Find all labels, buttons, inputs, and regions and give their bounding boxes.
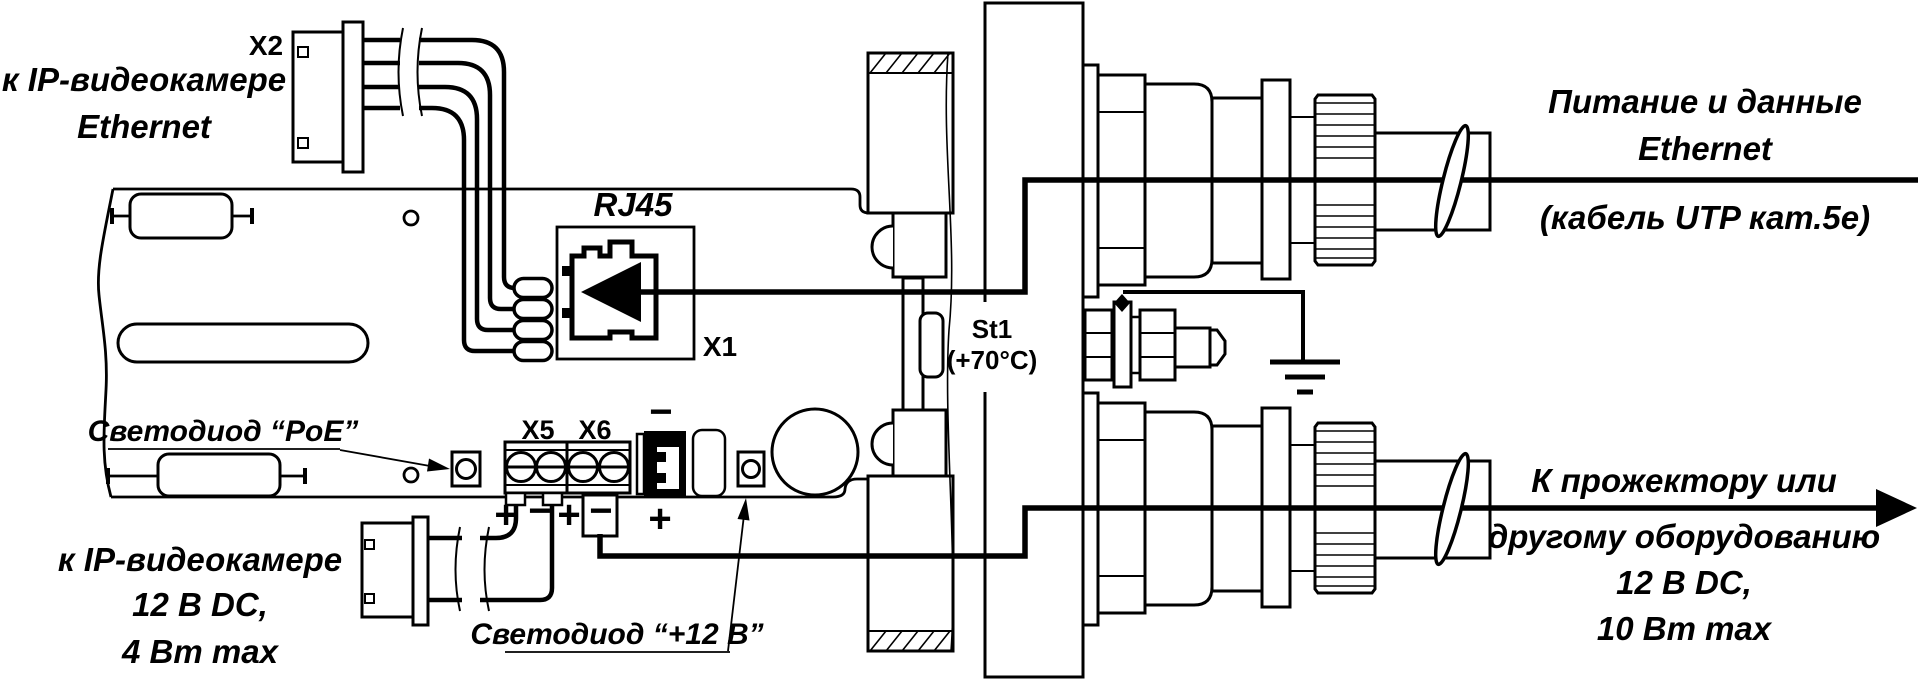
x6-plus-sign: + [557,493,580,537]
fuse [691,428,727,498]
screw-head-bump [870,224,894,270]
dc-cable-arrowhead [1876,489,1917,527]
rj45-arrow [581,262,641,322]
cable-tie-loop-top [1433,123,1471,239]
wire-break-mark [483,526,490,612]
x6-minus-sign: − [589,489,612,533]
x6-label: X6 [578,415,611,445]
12v-leader-arrowhead [737,498,750,521]
board-hole-bottom [402,466,420,484]
wire-junction [1114,294,1130,312]
board-torn-edge [96,188,115,498]
capacitor [770,407,860,497]
x5-plus-sign: + [494,493,517,537]
12v-led-leader [727,514,745,652]
camera-power-line2: 12 В DC, [132,586,268,623]
ground-wire [1123,290,1305,360]
power-data-line3: (кабель UTP кат.5e) [1540,199,1870,236]
x1-label: X1 [703,331,737,362]
rj45-jack-outline [569,239,659,341]
poe-led [450,450,482,488]
wire-break-mark [397,27,404,117]
ground-bolt [1083,294,1227,389]
camera-12v-connector [360,515,430,627]
camera-ethernet-line2: Ethernet [77,108,213,145]
board-slot [116,322,370,364]
wire-break-mark [416,27,423,117]
bolt-tip [1208,328,1227,367]
ground-symbol [1270,359,1340,395]
12v-led [736,450,766,488]
input-minus-sign: − [649,390,672,434]
dc-output-cable [597,505,1876,559]
projector-line4: 10 Вт max [1597,610,1773,647]
x2-label: X2 [249,30,283,61]
x5-minus-sign: − [528,489,551,533]
x6-output-tab [581,493,619,538]
projector-line2: другому оборудованию [1488,518,1880,555]
mounting-bracket-lower [866,408,955,653]
rj45-label: RJ45 [594,186,674,223]
x2-connector [291,20,365,174]
wire-break-mark [454,526,461,612]
st1-label: St1 [972,314,1012,344]
poe-led-leader [339,449,431,467]
camera-ethernet-line1: к IP-видеокамере [2,61,286,98]
pcb-board [96,187,893,499]
power-data-line1: Питание и данные [1548,83,1862,120]
board-component-top [128,192,234,240]
board-component-bottom [156,452,282,498]
camera-power-line3: 4 Вт max [121,633,280,670]
ethernet-cable [639,177,1918,295]
12v-led-label: Светодиод “+12 В” [470,618,763,651]
power-data-line2: Ethernet [1638,130,1774,167]
board-bottom-edge [111,477,868,499]
camera-12v-wires [428,504,555,612]
st1-temp-label: (+70°C) [947,345,1038,375]
input-plus-sign: + [648,497,671,541]
terminal-screws [505,451,630,483]
poe-led-label: Светодиод “PoE” [88,415,359,448]
projector-line1: К прожектору или [1531,462,1837,499]
projector-line3: 12 В DC, [1616,564,1752,601]
board-top-edge [113,187,893,215]
screw-head-bump [870,421,894,467]
x5-label: X5 [521,415,554,445]
power-input-connector [635,431,686,497]
mounting-bracket-upper [866,51,955,279]
camera-power-line1: к IP-видеокамере [58,541,342,578]
ethernet-wire-bundle [363,27,516,354]
rj45-pin [562,308,572,318]
poe-leader-arrowhead [427,458,450,472]
board-hole-top [402,209,420,227]
st1-label-gap [958,302,1038,392]
cable-tie-loop-bottom [1433,451,1471,567]
rj45-pin [562,266,572,276]
choke-coils [512,276,554,363]
thermostat-st1 [901,276,945,412]
